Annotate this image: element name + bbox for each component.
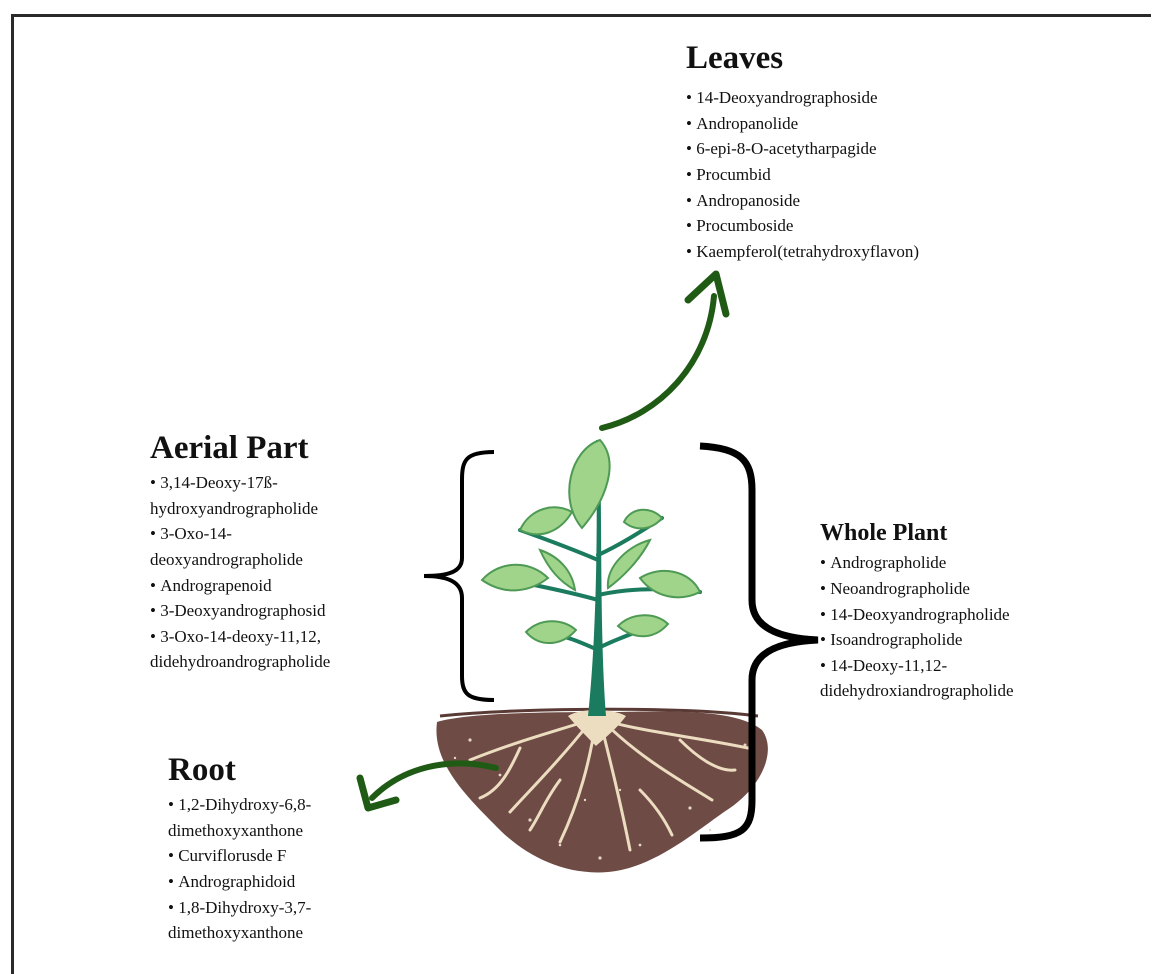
compound-item: 3-Oxo-14-deoxy-11,12, [150, 624, 330, 650]
aerial-part-brace [424, 452, 494, 700]
aerial-part-compound-list: 3,14-Deoxy-17ß-hydroxyandrographolide3-O… [150, 470, 330, 675]
compound-item: Neoandrographolide [820, 576, 1014, 602]
compound-item: Kaempferol(tetrahydroxyflavon) [686, 239, 919, 265]
leaves-section: Leaves 14-DeoxyandrographosideAndropanol… [686, 40, 919, 264]
compound-item: Andrographidoid [168, 869, 311, 895]
compound-item: dimethoxyxanthone [168, 818, 311, 844]
compound-item: 1,8-Dihydroxy-3,7- [168, 895, 311, 921]
root-title: Root [168, 752, 311, 788]
aerial-part-section: Aerial Part 3,14-Deoxy-17ß-hydroxyandrog… [150, 430, 330, 675]
aerial-part-title: Aerial Part [150, 430, 330, 466]
whole-plant-compound-list: AndrographolideNeoandrographolide14-Deox… [820, 550, 1014, 704]
compound-item: Andrographolide [820, 550, 1014, 576]
compound-item: Curviflorusde F [168, 843, 311, 869]
leaves [482, 440, 700, 643]
compound-item: 1,2-Dihydroxy-6,8- [168, 792, 311, 818]
compound-item: Procumbid [686, 162, 919, 188]
whole-plant-title: Whole Plant [820, 520, 1014, 546]
leaves-title: Leaves [686, 40, 919, 76]
root-section: Root 1,2-Dihydroxy-6,8-dimethoxyxanthone… [168, 752, 311, 946]
compound-item: Isoandrographolide [820, 627, 1014, 653]
compound-item: 3-Oxo-14- [150, 521, 330, 547]
compound-item: Andrograpenoid [150, 573, 330, 599]
compound-item: deoxyandrographolide [150, 547, 330, 573]
compound-item: 6-epi-8-O-acetytharpagide [686, 136, 919, 162]
leaves-arrowhead [688, 274, 726, 314]
compound-item: didehydroandrographolide [150, 649, 330, 675]
compound-item: dimethoxyxanthone [168, 920, 311, 946]
compound-item: didehydroxiandrographolide [820, 678, 1014, 704]
compound-item: 14-Deoxyandrographolide [820, 602, 1014, 628]
root-compound-list: 1,2-Dihydroxy-6,8-dimethoxyxanthoneCurvi… [168, 792, 311, 946]
compound-item: 14-Deoxy-11,12- [820, 653, 1014, 679]
compound-item: 3-Deoxyandrographosid [150, 598, 330, 624]
whole-plant-section: Whole Plant AndrographolideNeoandrograph… [820, 520, 1014, 704]
compound-item: Andropanoside [686, 188, 919, 214]
compound-item: Procumboside [686, 213, 919, 239]
leaves-arrow [602, 296, 714, 428]
compound-item: hydroxyandrographolide [150, 496, 330, 522]
compound-item: Andropanolide [686, 111, 919, 137]
leaves-compound-list: 14-DeoxyandrographosideAndropanolide6-ep… [686, 85, 919, 264]
compound-item: 3,14-Deoxy-17ß- [150, 470, 330, 496]
compound-item: 14-Deoxyandrographoside [686, 85, 919, 111]
